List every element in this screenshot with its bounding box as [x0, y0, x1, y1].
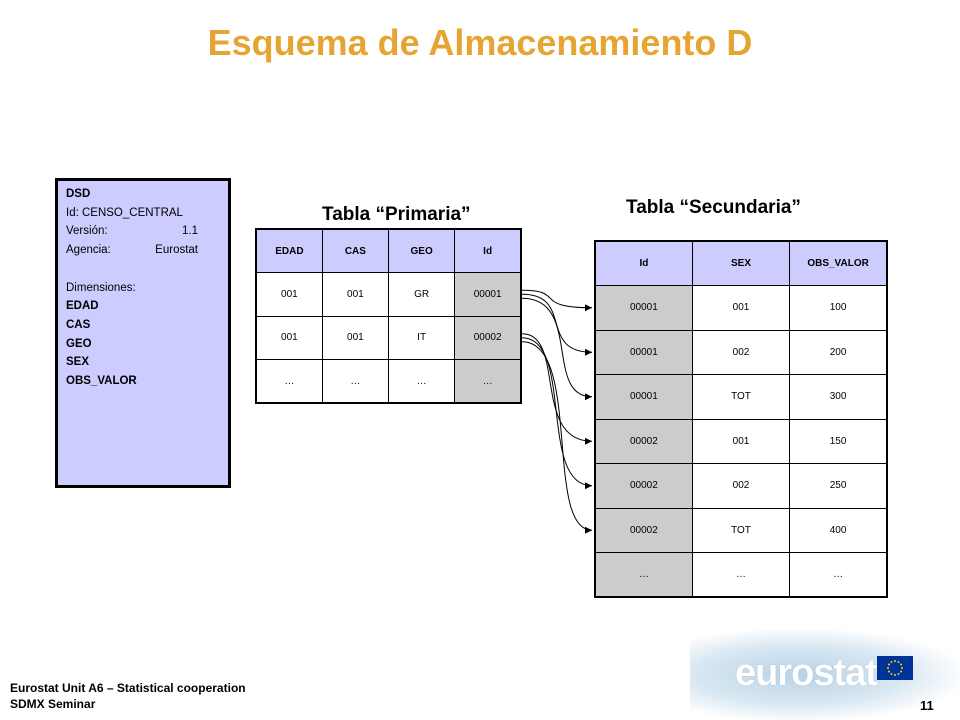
flag-star [900, 663, 903, 666]
secondary-column-header: OBS_VALOR [789, 240, 888, 286]
secondary-cell: 200 [789, 329, 888, 375]
flag-star [897, 660, 900, 663]
table-row: ………… [255, 359, 522, 404]
secondary-column-header: SEX [691, 240, 791, 286]
dsd-version-value: 1.1 [182, 225, 198, 238]
link-arrow [521, 341, 593, 534]
dsd-dimensions-heading: Dimensiones: [66, 281, 136, 294]
secondary-cell: 002 [691, 329, 791, 375]
dsd-id: Id: CENSO_CENTRAL [66, 206, 183, 219]
footer-unit: Eurostat Unit A6 – Statistical cooperati… [10, 681, 246, 695]
primary-column-header: EDAD [255, 228, 323, 273]
secondary-cell: 100 [789, 285, 888, 331]
primary-cell: 001 [321, 315, 390, 360]
flag-star [897, 673, 900, 676]
secondary-cell: … [594, 552, 693, 598]
secondary-cell: 001 [691, 285, 791, 331]
dsd-agency-value: Eurostat [155, 244, 198, 257]
footer: Eurostat Unit A6 – Statistical cooperati… [10, 680, 246, 712]
flag-star [887, 670, 890, 673]
secondary-cell: 00002 [594, 507, 693, 553]
link-arrow [521, 297, 593, 401]
slide-title: Esquema de Almacenamiento D [207, 22, 753, 63]
secondary-cell: 400 [789, 507, 888, 553]
flag-star [890, 660, 893, 663]
secondary-column-header: Id [594, 240, 693, 286]
primary-cell: 00002 [454, 315, 522, 360]
secondary-cell: 00001 [594, 285, 693, 331]
secondary-table-label: Tabla “Secundaria” [626, 197, 801, 218]
flag-star [890, 673, 893, 676]
secondary-cell: 150 [789, 418, 888, 464]
dsd-box: DSD Id: CENSO_CENTRAL Versión: 1.1 Agenc… [55, 178, 231, 488]
primary-column-header: Id [454, 228, 522, 273]
secondary-cell: 250 [789, 463, 888, 509]
primary-cell: IT [387, 315, 456, 360]
secondary-cell: 00002 [594, 418, 693, 464]
logo-background [690, 630, 960, 720]
secondary-cell: 002 [691, 463, 791, 509]
secondary-cell: 300 [789, 374, 888, 420]
dsd-dimension: CAS [66, 318, 91, 331]
primary-cell: … [454, 359, 522, 404]
dsd-dimension: OBS_VALOR [66, 375, 137, 388]
flag-star [894, 660, 896, 662]
dsd-dimension: EDAD [66, 300, 99, 313]
primary-cell: … [321, 359, 390, 404]
dsd-heading: DSD [66, 188, 91, 200]
eurostat-logo: eurostat [735, 652, 878, 694]
primary-cell: 001 [321, 272, 390, 317]
dsd-version: Versión: 1.1 [66, 222, 228, 241]
table-row: ……… [594, 552, 888, 598]
secondary-cell: TOT [691, 507, 791, 553]
primary-table-label: Tabla “Primaria” [322, 204, 471, 225]
flag-star [887, 663, 890, 666]
primary-cell: 001 [255, 315, 323, 360]
flag-star [900, 670, 903, 673]
dsd-dimension: GEO [66, 337, 92, 350]
secondary-cell: 001 [691, 418, 791, 464]
dsd-version-label: Versión: [66, 225, 108, 238]
primary-cell: … [255, 359, 323, 404]
flag-star [887, 667, 889, 669]
link-arrow [521, 289, 593, 312]
flag-star [901, 667, 903, 669]
secondary-cell: 00001 [594, 374, 693, 420]
secondary-cell: 00002 [594, 463, 693, 509]
flag-star [894, 674, 896, 676]
dsd-agency: Agencia: Eurostat [66, 241, 228, 260]
secondary-cell: … [789, 552, 888, 598]
eu-flag-icon [877, 656, 913, 680]
secondary-cell: TOT [691, 374, 791, 420]
dsd-agency-label: Agencia: [66, 244, 111, 257]
primary-cell: 001 [255, 272, 323, 317]
primary-cell: … [387, 359, 456, 404]
footer-seminar: SDMX Seminar [10, 697, 96, 711]
primary-column-header: CAS [321, 228, 390, 273]
primary-column-header: GEO [387, 228, 456, 273]
link-arrow [521, 337, 593, 490]
primary-cell: GR [387, 272, 456, 317]
primary-cell: 00001 [454, 272, 522, 317]
page-number: 11 [920, 698, 934, 713]
secondary-cell: … [691, 552, 791, 598]
dsd-dimension: SEX [66, 356, 90, 369]
link-arrow [521, 333, 593, 445]
secondary-cell: 00001 [594, 329, 693, 375]
link-arrow [521, 293, 593, 356]
